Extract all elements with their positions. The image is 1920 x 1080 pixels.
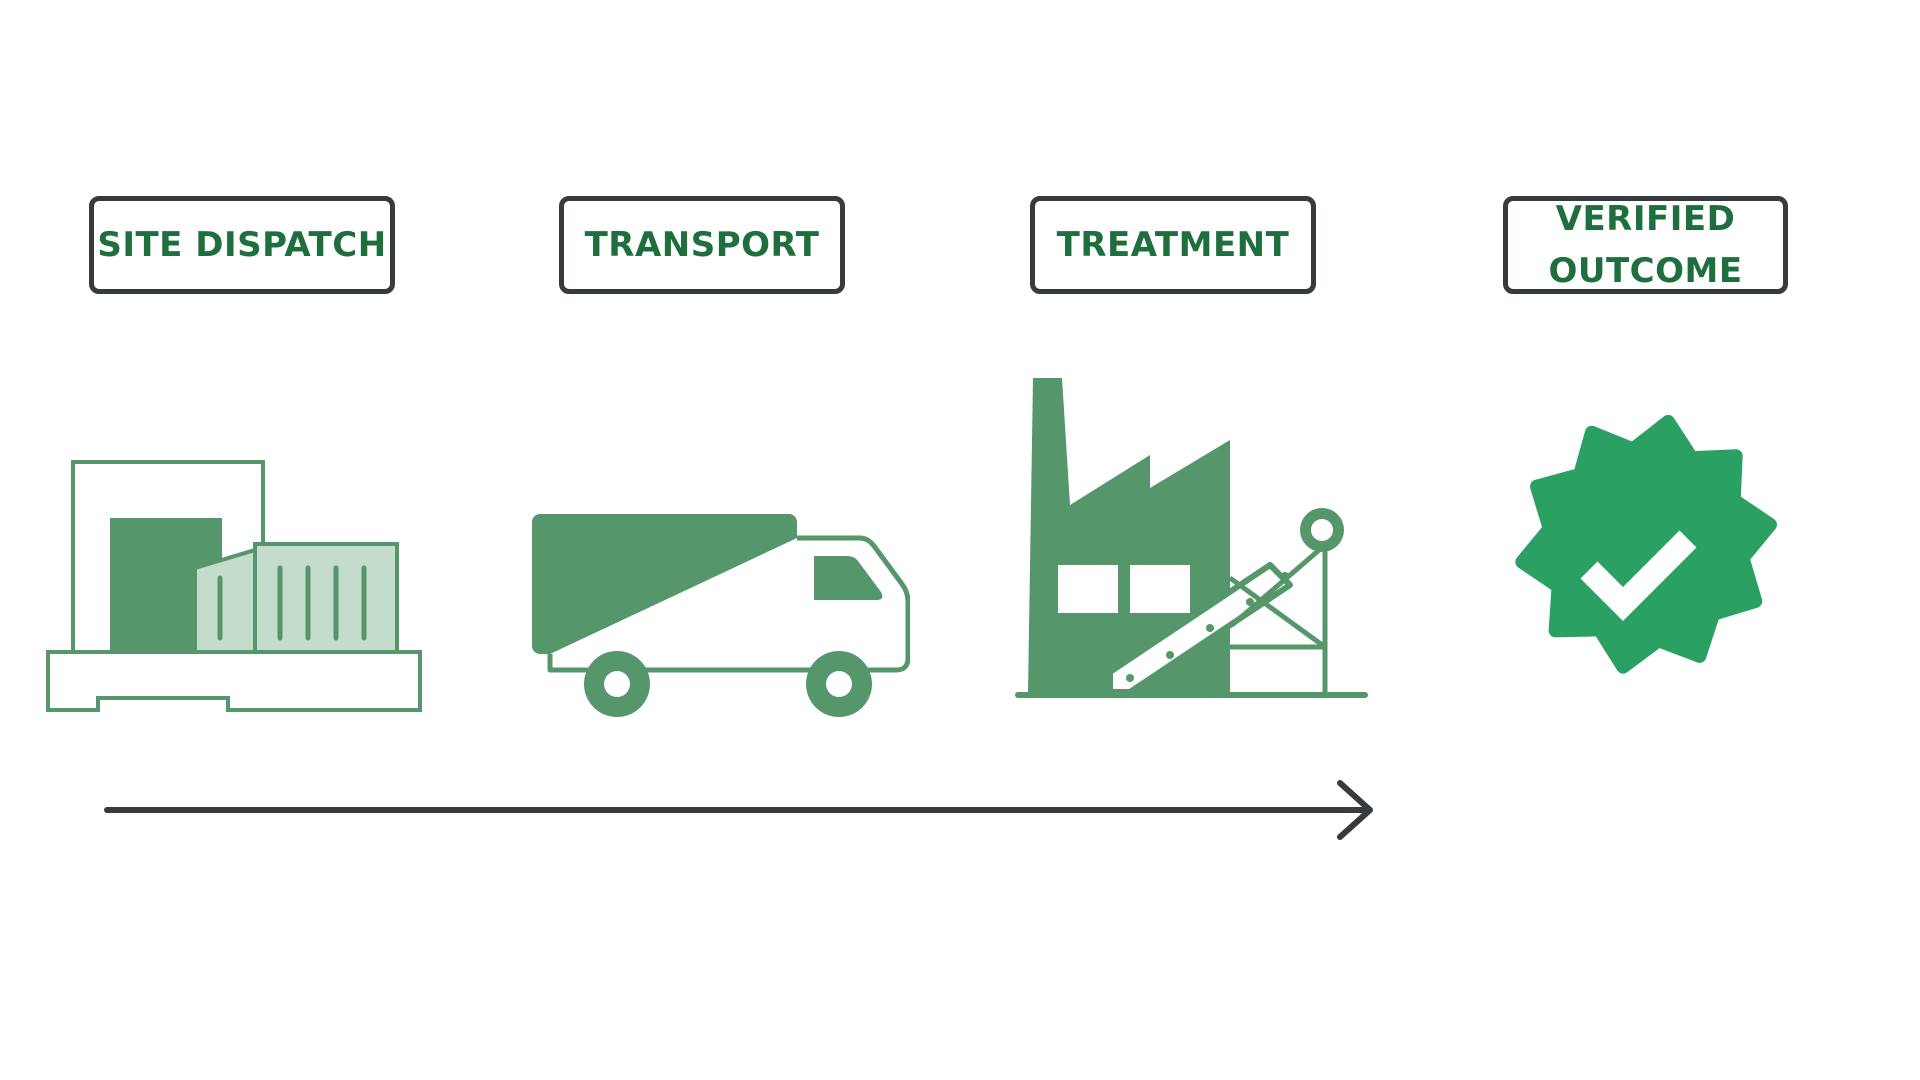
arrow-right-icon xyxy=(104,780,1373,840)
stage-label-site-dispatch: SITE DISPATCH xyxy=(89,196,395,294)
pallet-containers-icon xyxy=(46,460,422,712)
verified-badge-icon xyxy=(1515,414,1777,674)
stage-label-verified-outcome: VERIFIED OUTCOME xyxy=(1503,196,1788,294)
truck-icon xyxy=(532,514,910,717)
stage-label-transport: TRANSPORT xyxy=(559,196,845,294)
factory-conveyor-icon xyxy=(1015,378,1368,698)
stage-label-treatment: TREATMENT xyxy=(1030,196,1316,294)
